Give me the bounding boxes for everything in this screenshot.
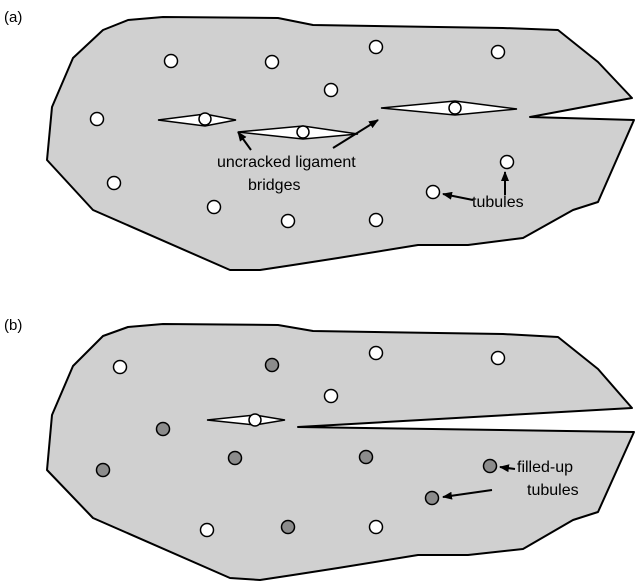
label-filled-line1: filled-up (517, 459, 573, 476)
tubule-open (370, 41, 383, 54)
tubule-open (199, 113, 211, 125)
tubule-open (427, 186, 440, 199)
tubule-open (266, 56, 279, 69)
tubule-open (108, 177, 121, 190)
tubule-open (370, 214, 383, 227)
tubule-open (492, 352, 505, 365)
tubule-filled (484, 460, 497, 473)
tubule-open (208, 201, 221, 214)
tubule-open (91, 113, 104, 126)
panel-b-label: (b) (4, 317, 22, 334)
tubule-filled (360, 451, 373, 464)
tubule-open (325, 84, 338, 97)
label-bridges-line2: bridges (248, 177, 300, 194)
label-filled-line2: tubules (527, 482, 579, 499)
tubule-filled (97, 464, 110, 477)
panel-a: (a) (4, 9, 634, 270)
tubule-filled (157, 423, 170, 436)
tubule-open (325, 390, 338, 403)
tubule-filled (229, 452, 242, 465)
label-bridges-line1: uncracked ligament (217, 154, 356, 171)
tubule-open (282, 215, 295, 228)
tubule-open (201, 524, 214, 537)
tubule-open (297, 126, 309, 138)
specimen-outline-b (47, 324, 634, 580)
tubule-filled (426, 492, 439, 505)
tubule-open (165, 55, 178, 68)
label-tubules: tubules (472, 194, 524, 211)
panel-a-label: (a) (4, 9, 22, 26)
tubule-filled (282, 521, 295, 534)
tubule-open (370, 347, 383, 360)
panel-b: (b) (4, 317, 634, 580)
tubule-open (492, 46, 505, 59)
tubule-open (249, 414, 261, 426)
tubule-open (114, 361, 127, 374)
tubule-filled (266, 359, 279, 372)
tubule-open (370, 521, 383, 534)
tubule-open (449, 102, 461, 114)
tubule-open (501, 156, 514, 169)
